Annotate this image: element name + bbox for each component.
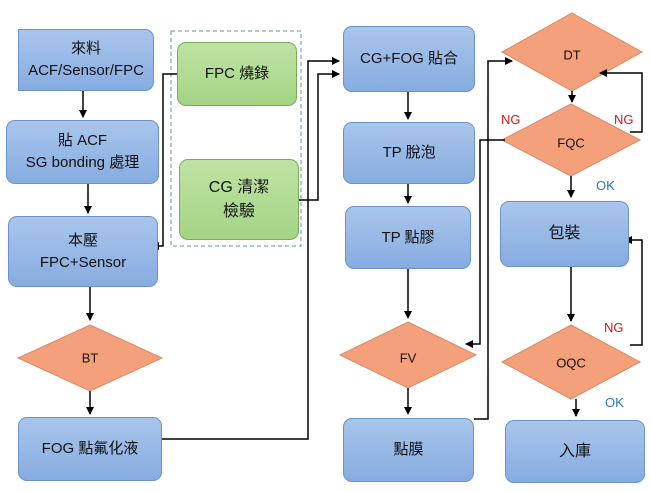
decision-dt-label: DT — [563, 47, 581, 63]
node-fpc-burn: FPC 燒錄 — [177, 42, 297, 106]
node-tp-defoam: TP 脫泡 — [343, 122, 475, 184]
arrow-fqc-ng-dt — [599, 69, 643, 133]
node-cg-fog: CG+FOG 貼合 — [343, 26, 475, 92]
decision-oqc-label: OQC — [556, 355, 586, 371]
decision-fv-label: FV — [399, 350, 417, 366]
label-ng-left: NG — [501, 112, 521, 127]
arrow-cgclean-cgfog — [299, 70, 340, 201]
decision-fqc-label: FQC — [557, 135, 585, 151]
arrow-oqc-ng-pack — [624, 236, 643, 346]
node-cg-clean: CG 清潔 檢驗 — [179, 159, 299, 240]
node-acf: 貼 ACF SG bonding 處理 — [6, 120, 159, 184]
decision-bt-label: BT — [81, 350, 99, 366]
node-pack: 包裝 — [500, 201, 629, 267]
arrow-fqc-ng-fv — [465, 139, 505, 348]
label-ok-oqc: OK — [605, 395, 624, 410]
node-materials: 來料 ACF/Sensor/FPC — [18, 29, 154, 91]
decision-oqc-shape — [500, 324, 642, 400]
label-ng-right: NG — [614, 112, 634, 127]
node-film: 點膜 — [343, 418, 474, 482]
label-ok-fqc: OK — [596, 178, 615, 193]
node-tp-glue: TP 點膠 — [345, 206, 471, 269]
label-ng-oqc: NG — [604, 320, 624, 335]
arrow-film-dt — [474, 57, 513, 420]
node-warehouse: 入庫 — [505, 420, 645, 483]
arrow-fogglue-cgfog — [162, 57, 340, 440]
node-main-press: 本壓 FPC+Sensor — [8, 216, 158, 287]
node-fog-glue: FOG 點氟化液 — [18, 417, 162, 481]
preprocess-group-frame — [170, 30, 302, 247]
